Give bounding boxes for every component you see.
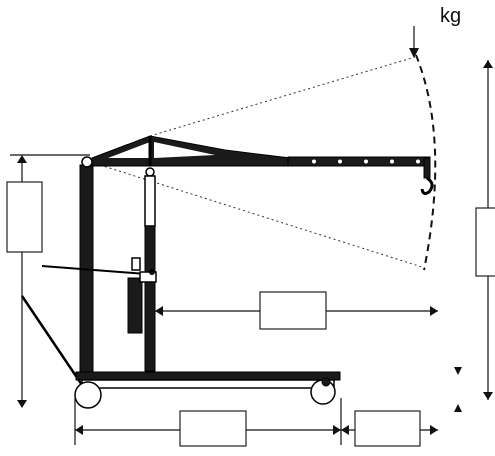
left-height-dimension bbox=[6, 154, 90, 408]
front-overhang-dimension bbox=[341, 410, 438, 447]
dimension-box-reach bbox=[259, 291, 327, 330]
hydraulic-ram bbox=[144, 167, 156, 372]
rear-leg bbox=[20, 295, 84, 386]
boom-pivot bbox=[81, 156, 93, 168]
unit-label-kg: kg bbox=[440, 5, 462, 27]
right-height-dimension bbox=[475, 60, 495, 400]
dimension-box-front-overhang bbox=[354, 410, 421, 447]
boom-truss bbox=[91, 135, 291, 167]
reach-dimension bbox=[155, 291, 438, 330]
pump-assembly bbox=[41, 257, 157, 334]
load-arrow bbox=[409, 26, 419, 58]
wheelbase-dimension bbox=[74, 398, 342, 447]
upper-lift-line bbox=[149, 56, 416, 137]
dimension-box-right-height bbox=[475, 207, 495, 277]
hook bbox=[420, 157, 434, 195]
base bbox=[74, 371, 341, 409]
extension-holes bbox=[312, 159, 420, 164]
rear-wheel bbox=[74, 381, 102, 409]
dimension-box-left-height bbox=[6, 181, 43, 253]
ground-clearance-arrows bbox=[454, 367, 462, 412]
dimension-box-wheelbase bbox=[179, 410, 247, 447]
lift-arc bbox=[415, 54, 437, 271]
boom-extension bbox=[287, 156, 431, 167]
